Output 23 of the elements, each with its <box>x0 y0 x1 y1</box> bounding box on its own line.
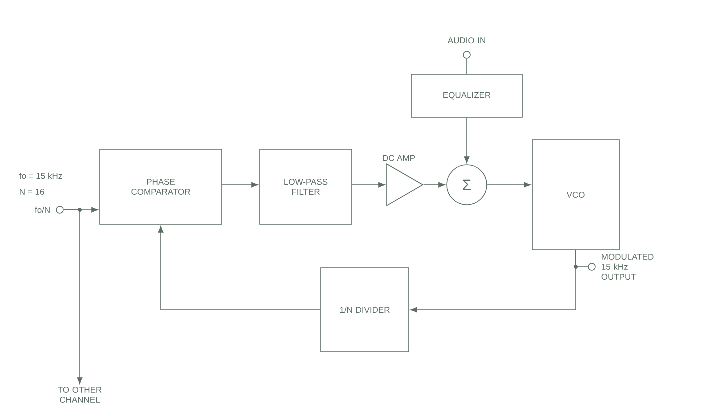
parameter-label: N = 16 <box>20 189 44 195</box>
arrow <box>410 250 576 313</box>
block-box: EQUALIZER <box>411 74 523 118</box>
terminal-circle <box>588 263 596 271</box>
terminal-circle <box>56 206 64 214</box>
block-box: 1/N DIVIDER <box>320 268 410 352</box>
terminal-circle <box>463 51 471 59</box>
node-label: DC AMP <box>383 155 416 162</box>
arrow <box>158 226 321 310</box>
block-box: VCO <box>532 140 620 250</box>
terminal-label: AUDIO IN <box>448 38 486 44</box>
terminal-label: fo/N <box>35 206 50 214</box>
block-box: PHASE COMPARATOR <box>100 149 222 225</box>
arrow <box>423 182 446 188</box>
text-label: TO OTHER CHANNEL <box>58 387 102 403</box>
arrow <box>487 182 531 188</box>
arrow <box>222 182 258 188</box>
terminal-label: MODULATED 15 kHz OUTPUT <box>602 254 654 280</box>
arrow <box>464 118 470 164</box>
block-box: LOW-PASS FILTER <box>260 149 352 225</box>
arrow <box>64 210 83 384</box>
parameter-label: fo = 15 kHz <box>20 172 62 180</box>
arrow <box>352 182 386 188</box>
